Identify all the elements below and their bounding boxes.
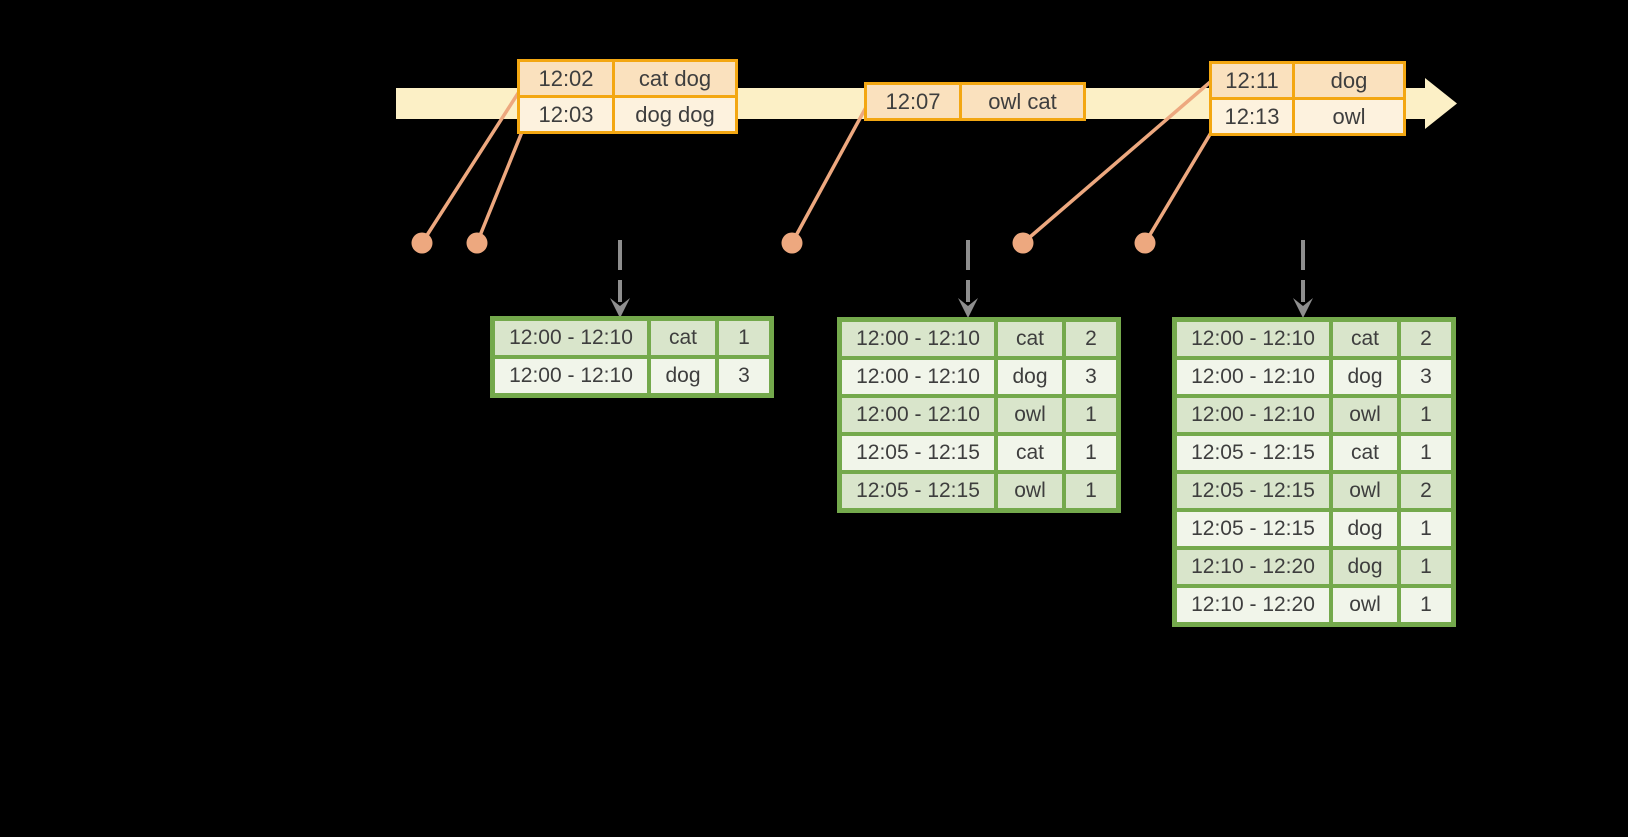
result-row: 12:05 - 12:15 cat 1 [837,432,1121,474]
window-cell: 12:00 - 12:10 [1172,317,1333,360]
result-row: 12:00 - 12:10 dog 3 [1172,356,1456,398]
result-row: 12:00 - 12:10 dog 3 [837,356,1121,398]
result-row: 12:05 - 12:15 dog 1 [1172,508,1456,550]
event-link-line [1143,120,1220,244]
event-row: 12:11 dog [1209,61,1406,100]
word-cell: cat [994,432,1066,474]
event-link-line [790,99,872,244]
word-cell: dog [1329,508,1401,550]
window-cell: 12:00 - 12:10 [490,316,651,359]
event-row: 12:02 cat dog [517,59,738,98]
trigger-arrow-head-icon [610,298,630,318]
count-cell: 1 [1397,584,1456,627]
window-cell: 12:00 - 12:10 [1172,356,1333,398]
word-cell: owl [1329,394,1401,436]
result-row: 12:05 - 12:15 cat 1 [1172,432,1456,474]
event-link-line [420,83,526,244]
event-link-line [1021,75,1218,245]
word-cell: owl [994,470,1066,513]
event-words-cell: owl cat [959,82,1086,121]
word-cell: cat [1329,432,1401,474]
word-cell: dog [994,356,1066,398]
event-row: 12:07 owl cat [864,82,1086,121]
word-cell: cat [994,317,1066,360]
event-table-3: 12:11 dog 12:13 owl [1209,61,1406,136]
window-cell: 12:00 - 12:10 [837,356,998,398]
word-cell: dog [1329,546,1401,588]
result-row: 12:00 - 12:10 cat 1 [490,316,774,359]
result-table-2: 12:00 - 12:10 cat 2 12:00 - 12:10 dog 3 … [837,317,1121,513]
result-row: 12:05 - 12:15 owl 1 [837,470,1121,513]
event-dot [466,232,488,254]
count-cell: 1 [1397,546,1456,588]
count-cell: 1 [1062,470,1121,513]
count-cell: 3 [1397,356,1456,398]
count-cell: 1 [1397,508,1456,550]
result-table-3: 12:00 - 12:10 cat 2 12:00 - 12:10 dog 3 … [1172,317,1456,627]
event-words-cell: owl [1292,97,1406,136]
timeline-arrowhead-icon [1425,78,1457,129]
window-cell: 12:05 - 12:15 [837,432,998,474]
event-words-cell: dog dog [612,95,738,134]
event-words-cell: dog [1292,61,1406,100]
event-time-cell: 12:11 [1209,61,1295,100]
window-cell: 12:10 - 12:20 [1172,546,1333,588]
word-cell: owl [994,394,1066,436]
trigger-arrow-head-icon [1293,298,1313,318]
count-cell: 1 [1397,394,1456,436]
event-time-cell: 12:07 [864,82,962,121]
event-dot [781,232,803,254]
count-cell: 2 [1397,470,1456,512]
event-row: 12:13 owl [1209,97,1406,136]
result-row: 12:10 - 12:20 dog 1 [1172,546,1456,588]
word-cell: cat [1329,317,1401,360]
result-row: 12:10 - 12:20 owl 1 [1172,584,1456,627]
result-row: 12:00 - 12:10 dog 3 [490,355,774,398]
result-row: 12:00 - 12:10 cat 2 [837,317,1121,360]
event-time-cell: 12:02 [517,59,615,98]
result-row: 12:00 - 12:10 owl 1 [837,394,1121,436]
result-table-1: 12:00 - 12:10 cat 1 12:00 - 12:10 dog 3 [490,316,774,398]
window-cell: 12:00 - 12:10 [837,317,998,360]
result-row: 12:05 - 12:15 owl 2 [1172,470,1456,512]
window-cell: 12:10 - 12:20 [1172,584,1333,627]
event-dot [1012,232,1034,254]
count-cell: 2 [1062,317,1121,360]
event-table-1: 12:02 cat dog 12:03 dog dog [517,59,738,134]
event-table-2: 12:07 owl cat [864,82,1086,121]
event-link-line [475,121,528,244]
window-cell: 12:05 - 12:15 [1172,470,1333,512]
event-words-cell: cat dog [612,59,738,98]
word-cell: dog [1329,356,1401,398]
window-cell: 12:00 - 12:10 [1172,394,1333,436]
result-row: 12:00 - 12:10 owl 1 [1172,394,1456,436]
count-cell: 1 [1062,394,1121,436]
trigger-arrow-head-icon [958,298,978,318]
event-dot [1134,232,1156,254]
count-cell: 1 [1062,432,1121,474]
count-cell: 3 [1062,356,1121,398]
count-cell: 1 [715,316,774,359]
window-cell: 12:00 - 12:10 [490,355,651,398]
event-dot [411,232,433,254]
count-cell: 3 [715,355,774,398]
word-cell: owl [1329,470,1401,512]
window-cell: 12:00 - 12:10 [837,394,998,436]
window-cell: 12:05 - 12:15 [837,470,998,513]
event-time-cell: 12:03 [517,95,615,134]
window-cell: 12:05 - 12:15 [1172,432,1333,474]
word-cell: owl [1329,584,1401,627]
count-cell: 2 [1397,317,1456,360]
word-cell: dog [647,355,719,398]
event-time-cell: 12:13 [1209,97,1295,136]
event-row: 12:03 dog dog [517,95,738,134]
result-row: 12:00 - 12:10 cat 2 [1172,317,1456,360]
window-cell: 12:05 - 12:15 [1172,508,1333,550]
word-cell: cat [647,316,719,359]
count-cell: 1 [1397,432,1456,474]
